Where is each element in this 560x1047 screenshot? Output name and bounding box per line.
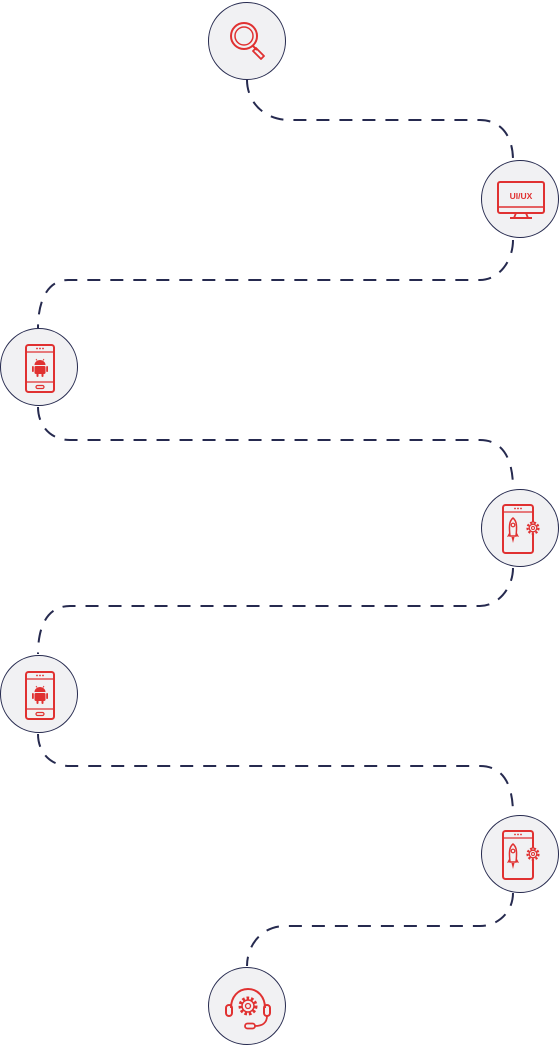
step-support: [208, 967, 286, 1045]
search-icon: [230, 22, 265, 60]
step-launch: [481, 489, 559, 567]
step-android-development-2: [0, 655, 78, 733]
android-phone-icon: [25, 344, 55, 393]
uiux-label: UI/UX: [510, 191, 533, 201]
rocket-settings-phone-icon: [502, 504, 540, 554]
step-android-development: [0, 328, 78, 406]
rocket-settings-phone-icon: [502, 830, 540, 880]
android-phone-icon: [25, 671, 55, 720]
step-uiux-design: UI/UX: [481, 160, 559, 238]
uiux-monitor-icon: UI/UX: [497, 181, 545, 219]
step-discovery: [208, 2, 286, 80]
step-launch-2: [481, 815, 559, 893]
support-headset-icon: [225, 987, 271, 1030]
